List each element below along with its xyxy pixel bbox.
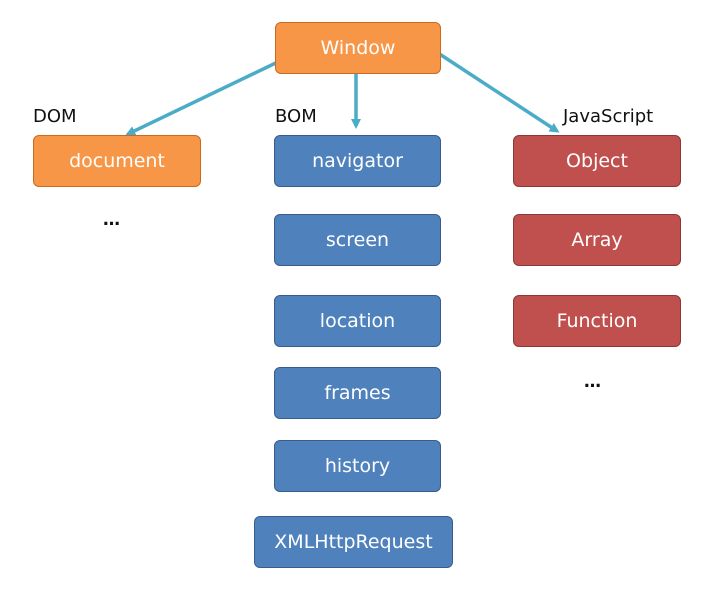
screen-node: screen	[274, 214, 441, 266]
arrow-window-to-object	[437, 51, 560, 133]
window-node: Window	[275, 22, 441, 74]
object-node: Object	[513, 135, 681, 187]
history-node: history	[274, 440, 441, 492]
frames-node: frames	[274, 367, 441, 419]
function-node: Function	[513, 295, 681, 347]
dom-heading: DOM	[33, 106, 77, 127]
navigator-node: navigator	[274, 135, 441, 187]
arrow-window-to-document	[125, 58, 283, 136]
javascript-heading: JavaScript	[563, 106, 654, 127]
bom-heading: BOM	[275, 106, 317, 127]
location-node: location	[274, 295, 441, 347]
javascript-more-ellipsis: …	[584, 372, 602, 392]
array-node: Array	[513, 214, 681, 266]
xmlhttprequest-node: XMLHttpRequest	[254, 516, 453, 568]
dom-more-ellipsis: …	[103, 210, 121, 230]
document-node: document	[33, 135, 201, 187]
